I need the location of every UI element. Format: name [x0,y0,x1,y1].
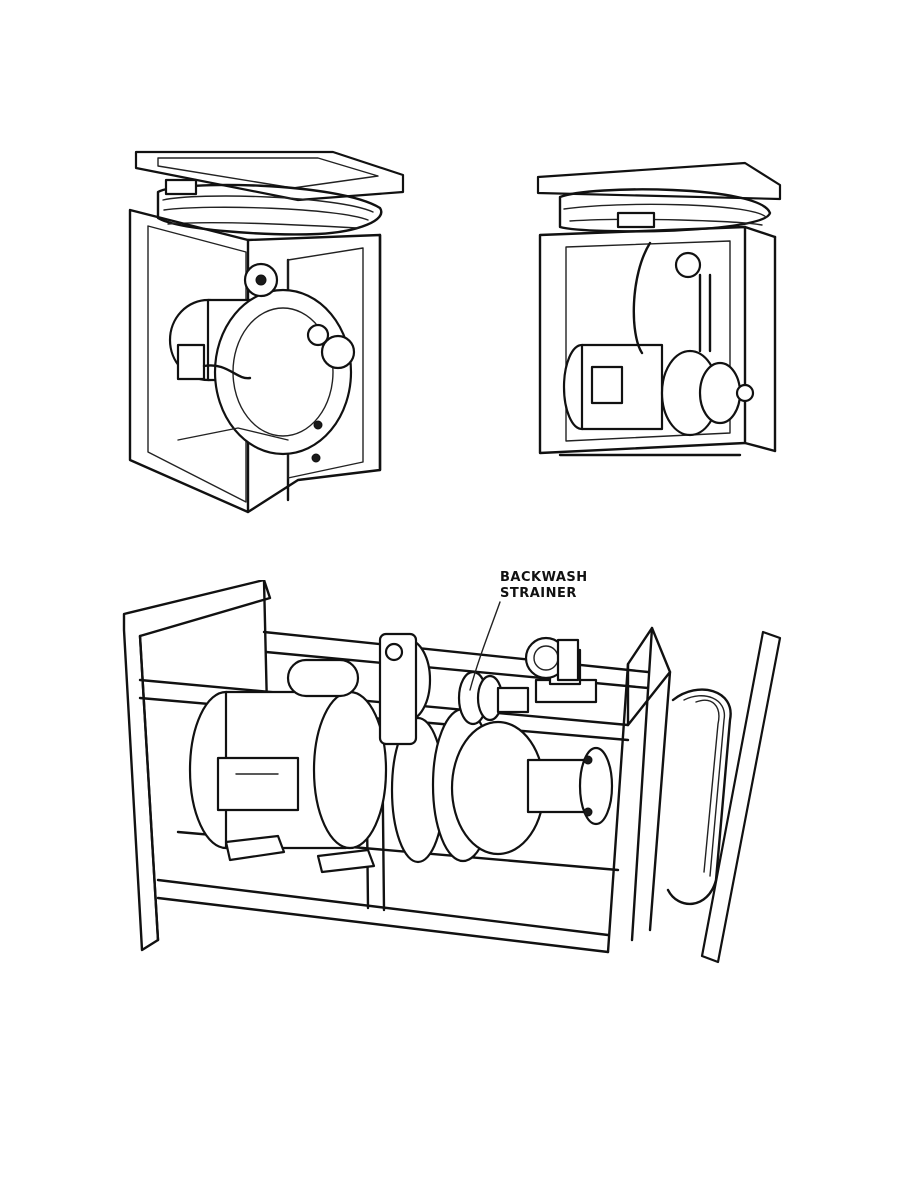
backwash-strainer-label-line2: STRAINER [500,586,577,601]
figure-top-left-pump-unit [118,140,418,530]
figure-top-right-drawing [536,161,782,457]
backwash-strainer-label-line1: BACKWASH [500,570,588,585]
figure-bottom-drawing [122,580,782,964]
figure-bottom-pump-unit [118,580,798,980]
backwash-strainer-label: BACKWASH STRAINER [500,570,620,602]
figure-top-left-drawing [128,150,405,514]
figure-top-right-pump-unit [530,155,800,485]
